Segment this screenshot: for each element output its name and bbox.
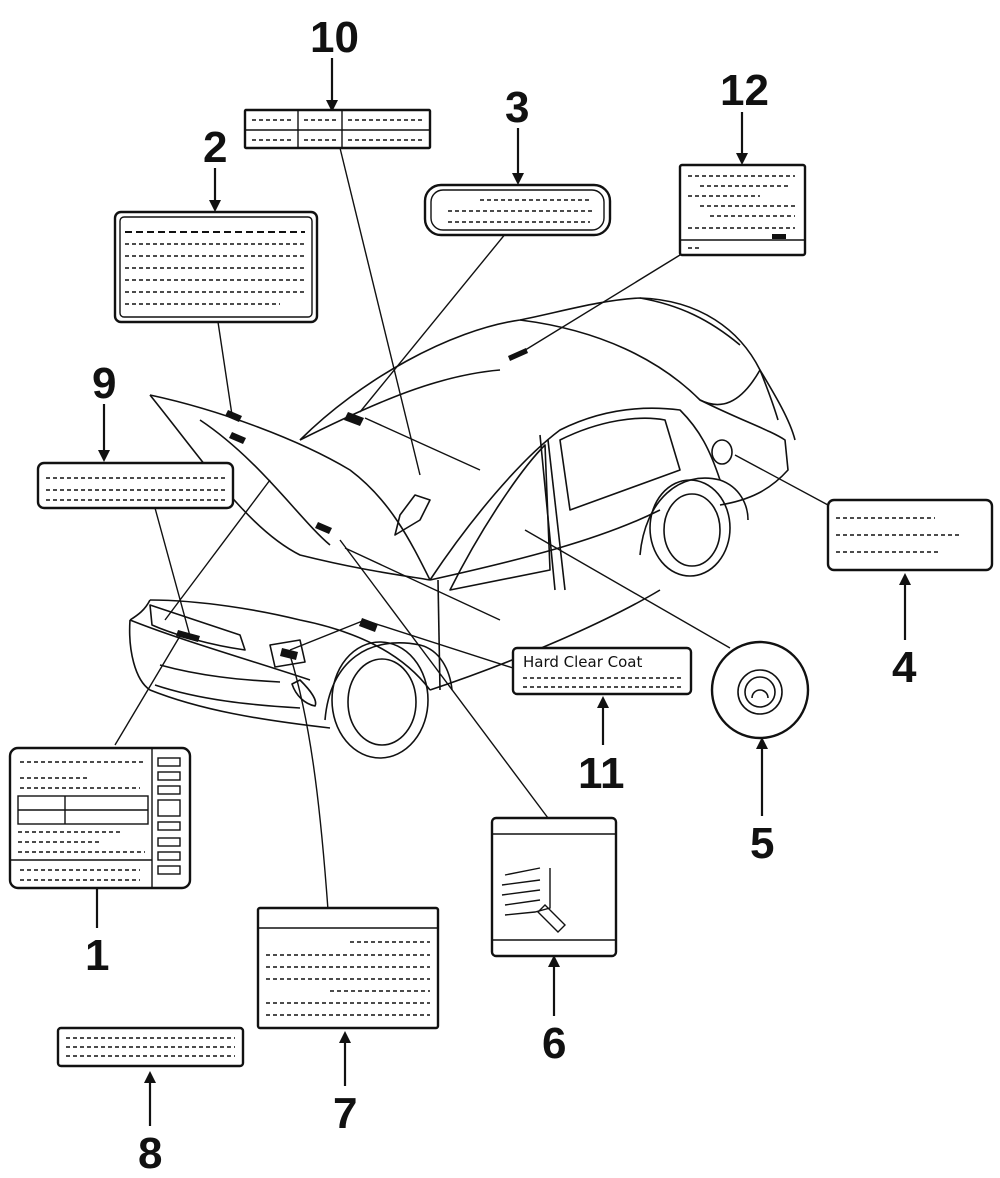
callout-4: 4	[892, 643, 917, 692]
callout-10: 10	[310, 13, 359, 62]
callout-2: 2	[203, 123, 227, 172]
callout-5: 5	[750, 819, 774, 868]
label-1-icon	[8, 746, 192, 890]
label-2-icon	[113, 210, 319, 324]
callout-11: 11	[578, 749, 625, 798]
callout-8: 8	[138, 1129, 162, 1178]
label-5-icon	[710, 640, 810, 740]
callout-1: 1	[85, 931, 109, 980]
label-10-icon	[243, 108, 432, 150]
paint-label-text: Hard Clear Coat	[523, 653, 643, 671]
callout-numbers: 10 3 12 2 9 4 11 5 1 6	[85, 13, 917, 1178]
label-12-icon	[678, 163, 807, 257]
callout-9: 9	[92, 359, 116, 408]
callout-6: 6	[542, 1019, 566, 1068]
car-outline	[128, 297, 796, 759]
hand-icon	[501, 867, 566, 933]
callout-7: 7	[333, 1089, 357, 1138]
callout-12: 12	[720, 66, 769, 115]
label-6-icon	[490, 816, 618, 958]
label-8-icon	[56, 1026, 245, 1068]
label-3-icon	[423, 183, 612, 237]
label-7-icon	[256, 906, 440, 1030]
callout-3: 3	[505, 83, 529, 132]
label-11-icon: Hard Clear Coat	[511, 646, 693, 696]
leader-lines	[114, 147, 829, 911]
label-9-icon	[36, 461, 235, 510]
label-4-icon	[826, 498, 994, 572]
